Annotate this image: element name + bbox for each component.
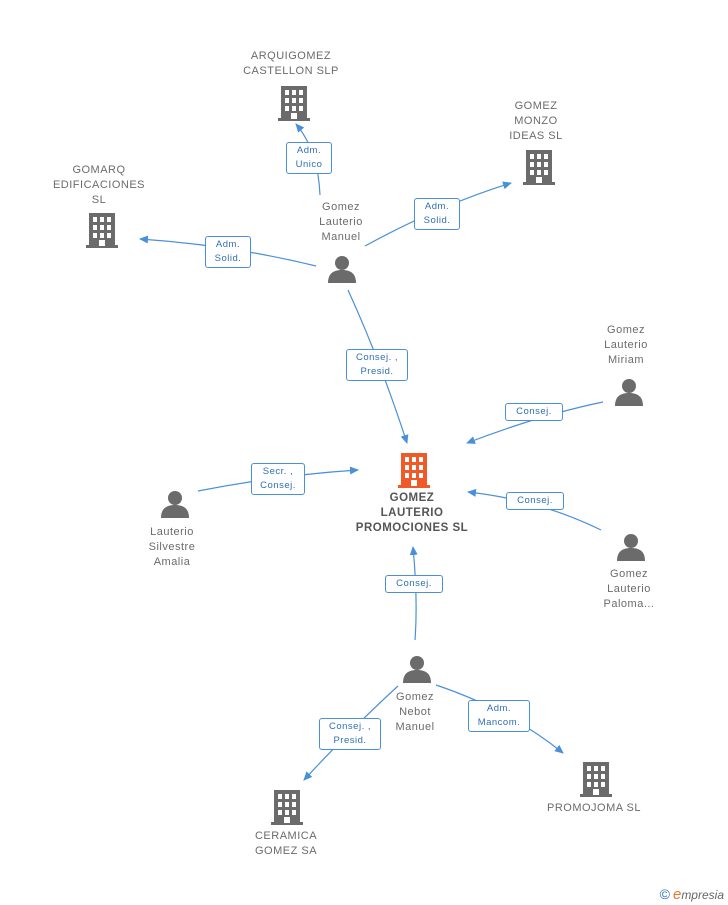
copyright-icon: ©: [659, 886, 670, 902]
ceramica-label[interactable]: CERAMICA GOMEZ SA: [254, 830, 318, 857]
gomez-monzo-label[interactable]: GOMEZ MONZO IDEAS SL: [509, 100, 563, 142]
gomez-lauterio-manuel-person-icon: [328, 256, 356, 283]
edge-label-consej-presid-manuel: Consej. ,Presid.: [346, 349, 408, 381]
edge-label-consej-paloma: Consej.: [506, 492, 564, 510]
edge-label-consej-presid-ceramica: Consej. ,Presid.: [319, 718, 381, 750]
gomez-lauterio-miriam-person-icon: [615, 379, 643, 406]
edge-label-adm-unico: Adm.Unico: [286, 142, 332, 174]
edge-consej-nebot: [409, 546, 418, 641]
gomarq-building-icon: [86, 213, 118, 248]
main-company-label[interactable]: GOMEZ LAUTERIO PROMOCIONES SL: [355, 492, 469, 534]
gomez-lauterio-paloma-label[interactable]: Gomez Lauterio Paloma...: [603, 568, 655, 610]
promojoma-building-icon: [580, 762, 612, 797]
edge-label-adm-solid-gomarq: Adm.Solid.: [205, 236, 251, 268]
gomez-nebot-person-icon: [403, 656, 431, 683]
gomez-lauterio-manuel-label[interactable]: Gomez Lauterio Manuel: [319, 201, 363, 243]
edge-label-secr-consej: Secr. ,Consej.: [251, 463, 305, 495]
lauterio-silvestre-person-icon: [161, 491, 189, 518]
ceramica-building-icon: [271, 790, 303, 825]
edge-label-adm-mancom: Adm.Mancom.: [468, 700, 530, 732]
lauterio-silvestre-label[interactable]: Lauterio Silvestre Amalia: [148, 526, 196, 568]
gomarq-label[interactable]: GOMARQ EDIFICACIONES SL: [52, 164, 146, 206]
brand-name: empresia: [672, 886, 724, 903]
gomez-lauterio-paloma-person-icon: [617, 534, 645, 561]
arquigomez-building-icon: [278, 86, 310, 121]
empresia-watermark[interactable]: ©empresia: [660, 886, 724, 903]
gomez-monzo-building-icon: [523, 150, 555, 185]
arquigomez-label[interactable]: ARQUIGOMEZ CASTELLON SLP: [243, 50, 339, 77]
edge-label-adm-solid-monzo: Adm.Solid.: [414, 198, 460, 230]
main-company-building-icon: [398, 453, 430, 488]
promojoma-label[interactable]: PROMOJOMA SL: [546, 802, 642, 814]
edge-label-consej-nebot: Consej.: [385, 575, 443, 593]
gomez-lauterio-miriam-label[interactable]: Gomez Lauterio Miriam: [604, 324, 648, 366]
edge-label-consej-miriam: Consej.: [505, 403, 563, 421]
gomez-nebot-label[interactable]: Gomez Nebot Manuel: [395, 691, 435, 733]
